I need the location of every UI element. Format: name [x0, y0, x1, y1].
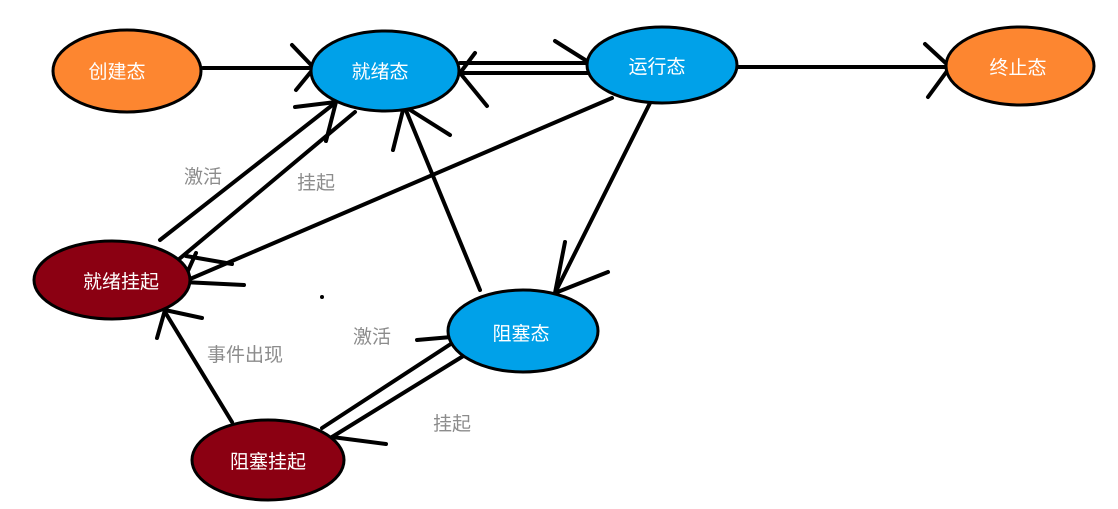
edge-label-suspend-blocked: 挂起: [433, 413, 471, 435]
edge-label-activate-blocked: 激活: [353, 326, 391, 348]
node-ready[interactable]: 就绪态: [309, 29, 461, 113]
edge-label-suspend-ready: 挂起: [297, 172, 335, 194]
node-running[interactable]: 运行态: [585, 25, 739, 105]
node-blocked-suspended-label: 阻塞挂起: [230, 451, 306, 473]
edge-blocked-to-ready: [391, 102, 482, 292]
node-terminated[interactable]: 终止态: [944, 25, 1096, 107]
edge-running-to-ready: [457, 51, 592, 108]
edge-suspend-ready: [176, 110, 357, 266]
node-ready-suspended-label: 就绪挂起: [83, 271, 159, 293]
node-ready-label: 就绪态: [351, 61, 408, 83]
edge-ready-to-running: [458, 39, 592, 65]
edge-labels: 激活 挂起 事件出现 激活 挂起: [184, 166, 471, 435]
edge-create-to-ready: [201, 43, 317, 92]
node-terminated-label: 终止态: [989, 57, 1046, 79]
edge-label-event-occurs: 事件出现: [207, 344, 283, 366]
edge-suspend-blocked: [330, 348, 475, 446]
node-blocked-suspended[interactable]: 阻塞挂起: [190, 418, 346, 502]
node-create[interactable]: 创建态: [51, 28, 203, 114]
node-blocked-label: 阻塞态: [492, 323, 549, 345]
node-ready-suspended[interactable]: 就绪挂起: [32, 239, 192, 321]
node-blocked[interactable]: 阻塞态: [446, 288, 600, 374]
edge-label-activate-ready: 激活: [184, 166, 222, 188]
edge-running-to-terminated: [736, 42, 953, 99]
node-running-label: 运行态: [628, 56, 685, 78]
edges: [155, 39, 953, 446]
edge-running-to-blocked: [552, 101, 652, 297]
edge-event-occurs: [155, 307, 234, 424]
stray-dot: [320, 295, 324, 299]
nodes: 创建态 就绪态 运行态 终止态 就绪挂起 阻塞态 阻塞挂起: [32, 25, 1096, 502]
node-create-label: 创建态: [88, 61, 145, 83]
